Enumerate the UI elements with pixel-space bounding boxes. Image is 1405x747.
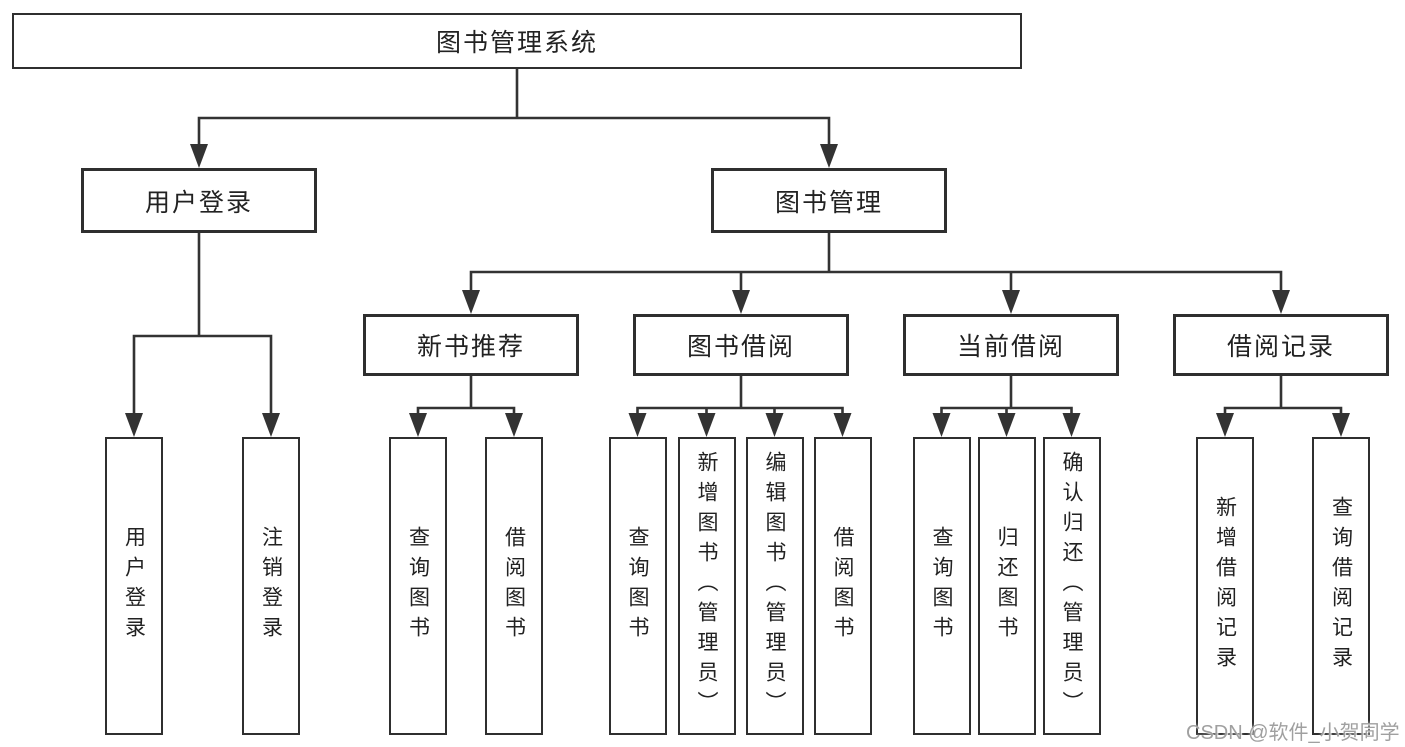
connector-new-book-recommend-to-leaves xyxy=(409,376,523,437)
leaf-records-query-record: 查询借阅记录 xyxy=(1312,437,1370,735)
leaf-borrow-borrow-book: 借阅图书 xyxy=(813,437,872,735)
node-label: 新书推荐 xyxy=(416,333,525,361)
leaf-records-add-record: 新增借阅记录 xyxy=(1196,437,1254,735)
node-label: 注销登录 xyxy=(259,526,283,646)
connector-current-borrow-to-leaves xyxy=(932,376,1081,437)
node-new-book-recommend: 新书推荐 xyxy=(363,314,579,376)
node-label: 用户登录 xyxy=(144,188,253,217)
leaf-borrow-edit-book-admin: 编辑图书（管理员） xyxy=(745,437,804,735)
node-label: 查询图书 xyxy=(930,526,953,646)
leaf-current-query-book: 查询图书 xyxy=(912,437,971,735)
node-label: 新增借阅记录 xyxy=(1213,496,1237,676)
leaf-borrow-add-book-admin: 新增图书（管理员） xyxy=(677,437,736,735)
node-current-borrow: 当前借阅 xyxy=(903,314,1119,376)
node-label: 查询借阅记录 xyxy=(1329,496,1353,676)
leaf-recommend-borrow-book: 借阅图书 xyxy=(485,437,543,735)
connector-borrow-records-to-leaves xyxy=(1216,376,1350,437)
node-label: 查询图书 xyxy=(626,526,649,646)
node-label: 图书借阅 xyxy=(686,333,795,361)
leaf-recommend-query-book: 查询图书 xyxy=(389,437,447,735)
connector-root-to-level2 xyxy=(190,69,838,168)
node-label: 图书管理 xyxy=(774,188,883,217)
node-book-borrow: 图书借阅 xyxy=(633,314,849,376)
leaf-current-return-book: 归还图书 xyxy=(977,437,1036,735)
leaf-borrow-query-book: 查询图书 xyxy=(608,437,667,735)
node-label: 编辑图书（管理员） xyxy=(763,451,786,721)
node-label: 查询图书 xyxy=(406,526,430,646)
node-label: 借阅图书 xyxy=(831,526,854,646)
connector-book-management-to-level3 xyxy=(462,233,1290,314)
node-book-management: 图书管理 xyxy=(711,168,947,233)
node-library-management-system: 图书管理系统 xyxy=(12,13,1022,69)
node-label: 当前借阅 xyxy=(956,333,1065,361)
leaf-user-login: 用户登录 xyxy=(105,437,163,735)
leaf-logout: 注销登录 xyxy=(242,437,300,735)
leaf-current-confirm-return-admin: 确认归还（管理员） xyxy=(1042,437,1101,735)
csdn-watermark: CSDN @软件_小贺同学 xyxy=(1186,722,1400,744)
node-label: 用户登录 xyxy=(122,526,146,646)
connector-user-login-to-leaves xyxy=(125,233,280,437)
node-label: 确认归还（管理员） xyxy=(1060,451,1083,721)
node-borrow-records: 借阅记录 xyxy=(1173,314,1389,376)
node-label: 借阅图书 xyxy=(502,526,526,646)
connector-book-borrow-to-leaves xyxy=(628,376,852,437)
node-label: 新增图书（管理员） xyxy=(695,451,718,721)
node-label: 归还图书 xyxy=(995,526,1018,646)
node-label: 图书管理系统 xyxy=(435,29,598,57)
node-user-login: 用户登录 xyxy=(81,168,317,233)
node-label: 借阅记录 xyxy=(1226,333,1335,361)
